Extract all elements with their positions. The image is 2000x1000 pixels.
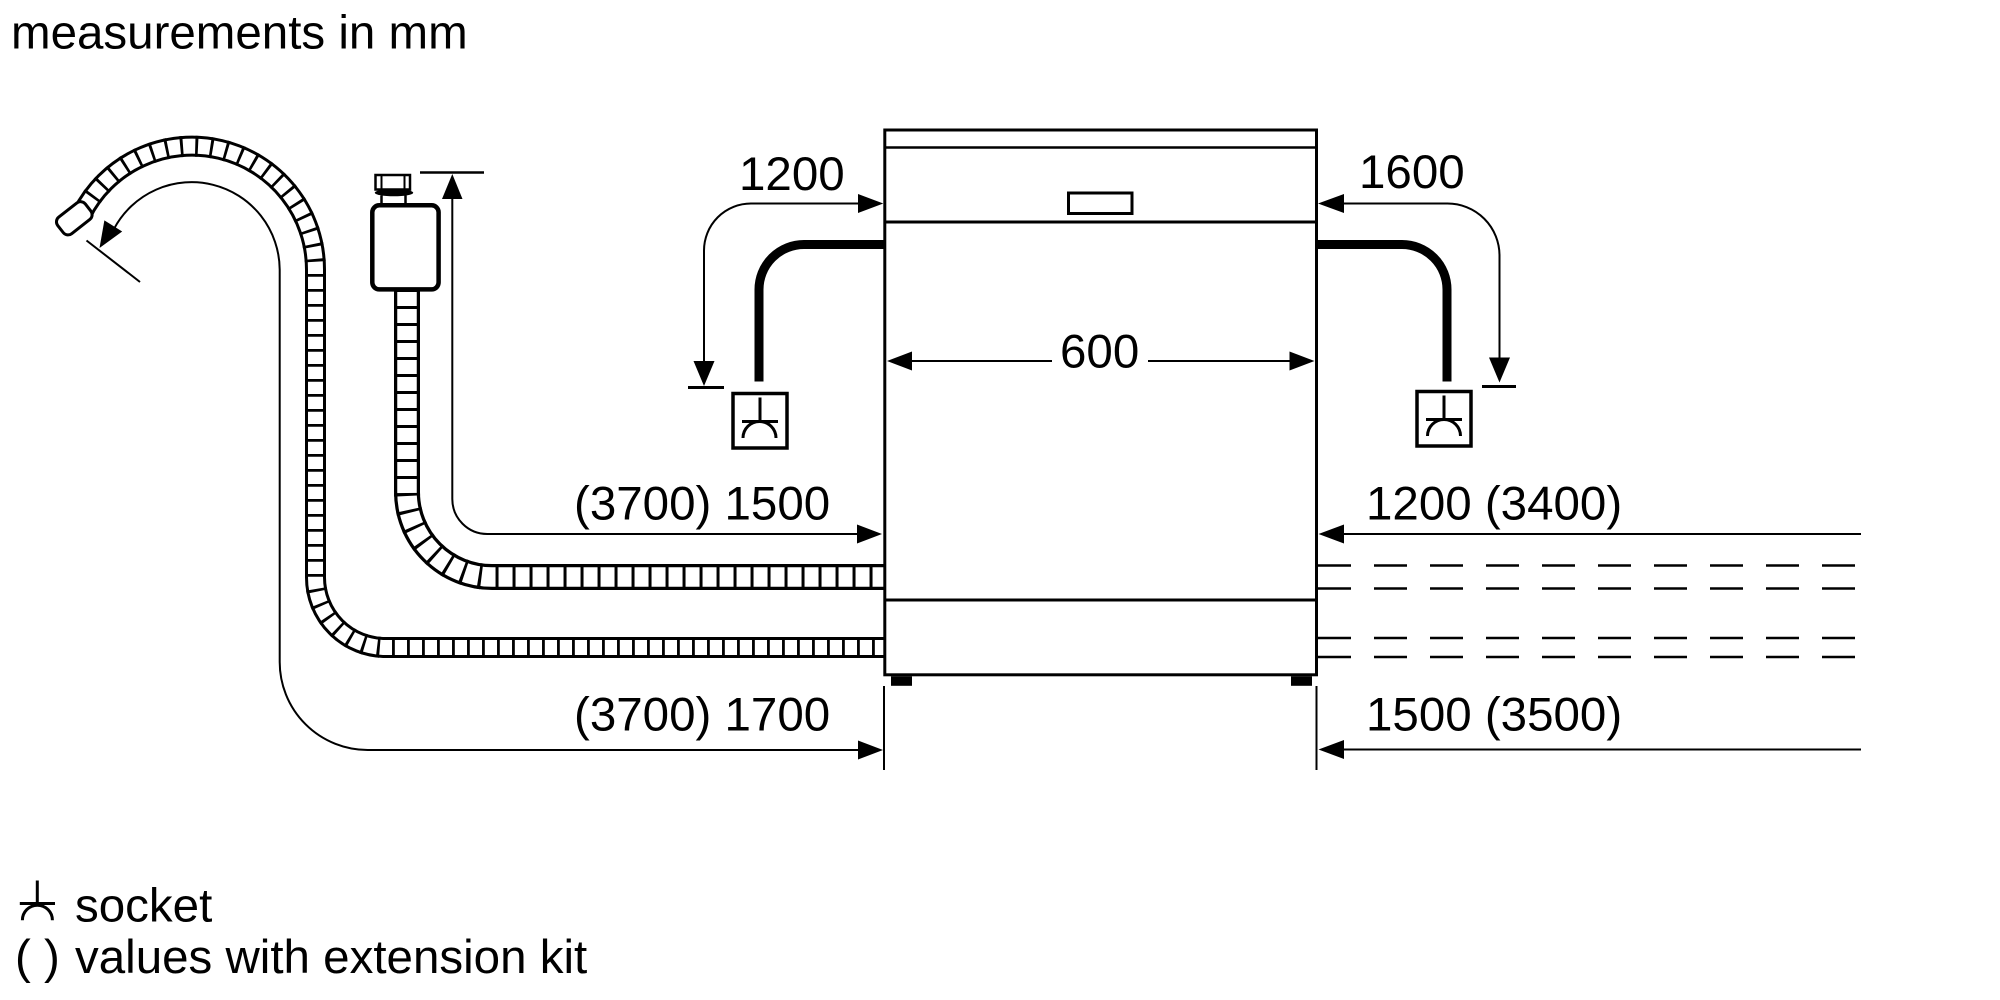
svg-text:( ): ( ) [15, 931, 60, 984]
svg-text:1500 (3500): 1500 (3500) [1366, 689, 1622, 742]
svg-text:1600: 1600 [1359, 146, 1465, 199]
svg-text:(3700) 1700: (3700) 1700 [574, 689, 830, 742]
svg-text:1200: 1200 [739, 148, 845, 201]
svg-text:(3700) 1500: (3700) 1500 [574, 478, 830, 531]
svg-text:socket: socket [75, 880, 212, 933]
svg-text:600: 600 [1060, 326, 1139, 379]
svg-text:1200 (3400): 1200 (3400) [1366, 478, 1622, 531]
svg-text:measurements in mm: measurements in mm [11, 7, 468, 60]
svg-text:values with extension kit: values with extension kit [75, 931, 587, 984]
